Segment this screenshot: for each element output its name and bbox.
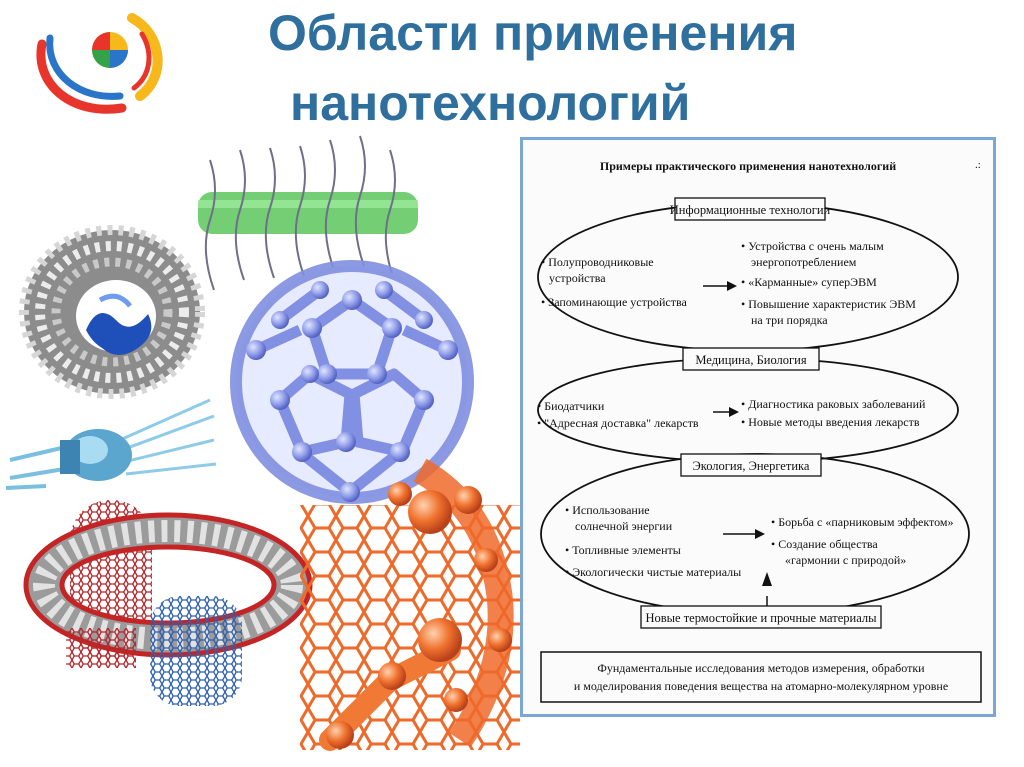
box-med: [682, 347, 820, 371]
fullerene-icon: [230, 260, 474, 504]
it-right-2: энергопотреблением: [751, 255, 857, 269]
fundamental-line-1: Фундаментальные исследования методов изм…: [597, 661, 925, 675]
med-left-2: • "Адресная доставка" лекарств: [537, 416, 699, 430]
it-right-4: • Повышение характеристик ЭВМ: [741, 297, 916, 311]
eco-right-3: «гармонии с природой»: [785, 553, 906, 567]
logo-icon: [22, 4, 172, 124]
arrow-right-icon: [755, 529, 765, 539]
eco-left-2: солнечной энергии: [575, 519, 673, 533]
page-title-line-1: Области применения: [268, 5, 798, 61]
arrow-right-icon: [727, 281, 737, 291]
ring-molecule-icon: [19, 225, 205, 399]
label-med: Медицина, Биология: [695, 353, 807, 367]
nano-motor-icon: [5, 398, 217, 490]
eco-right-2: • Создание общества: [771, 537, 878, 551]
dna-helix-icon: [198, 135, 418, 291]
label-it: Информационные технологии: [670, 203, 831, 217]
med-right-1: • Диагностика раковых заболеваний: [741, 397, 926, 411]
box-eco: [680, 453, 822, 477]
box-materials: [640, 605, 882, 629]
arrow-right-icon: [729, 407, 739, 417]
it-left-2: устройства: [549, 271, 606, 285]
it-right-5: на три порядка: [751, 313, 828, 327]
label-eco: Экология, Энергетика: [693, 459, 810, 473]
it-right-3: • «Карманные» суперЭВМ: [741, 275, 877, 289]
eco-left-3: • Топливные элементы: [565, 543, 681, 557]
fundamental-line-2: и моделирования поведения вещества на ат…: [574, 679, 948, 693]
eco-right-1: • Борьба с «парниковым эффектом»: [771, 515, 953, 529]
arrow-up-icon: [762, 572, 772, 586]
illustrations: [5, 135, 520, 751]
med-left-1: • Биодатчики: [537, 399, 605, 413]
med-right-2: • Новые методы введения лекарств: [741, 415, 920, 429]
eco-left-1: • Использование: [565, 503, 650, 517]
it-right-1: • Устройства с очень малым: [741, 239, 884, 253]
knot-tube-icon: [23, 500, 313, 706]
graphene-tube-icon: [300, 458, 520, 751]
page-title-line-2: нанотехнологий: [290, 75, 691, 131]
diagram: Примеры практического применения нанотех…: [537, 159, 982, 703]
label-materials: Новые термостойкие и прочные материалы: [645, 611, 877, 625]
eco-left-4: • Экологически чистые материалы: [565, 565, 741, 579]
diagram-panel: Примеры практического применения нанотех…: [520, 137, 996, 717]
diagram-heading: Примеры практического применения нанотех…: [600, 159, 896, 173]
it-left-3: • Запоминающие устройства: [541, 295, 688, 309]
box-it: [674, 197, 826, 221]
box-fundamental: [540, 651, 982, 703]
margin-mark: .:: [975, 159, 981, 171]
it-left-1: • Полупроводниковые: [541, 255, 654, 269]
